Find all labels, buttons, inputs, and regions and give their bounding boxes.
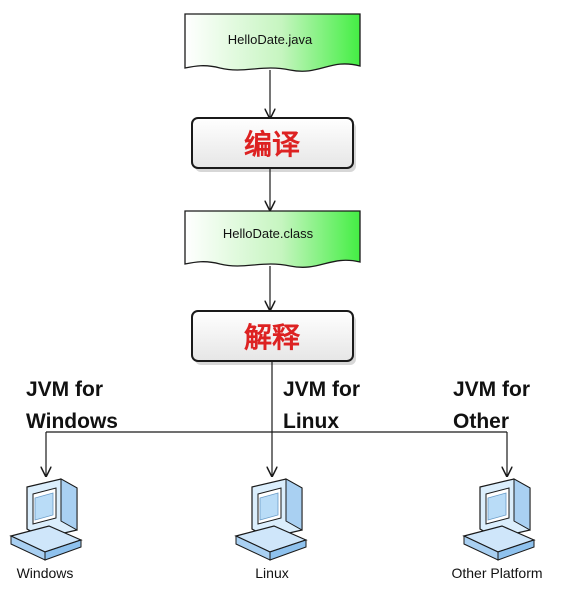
jvm-label-windows-line2: Windows bbox=[26, 410, 118, 433]
jvm-label-other-line1: JVM for bbox=[453, 378, 530, 401]
linux-computer-icon bbox=[235, 478, 307, 561]
source-file-label: HelloDate.java bbox=[228, 32, 313, 47]
class-file-shape bbox=[184, 210, 361, 268]
platform-label-other: Other Platform bbox=[451, 565, 542, 581]
jvm-label-other-line2: Other bbox=[453, 410, 509, 433]
interpret-step-node: 解释 bbox=[191, 310, 356, 365]
jvm-label-windows-line1: JVM for bbox=[26, 378, 103, 401]
other-platform-computer-icon bbox=[463, 478, 535, 561]
jvm-label-linux: JVM for Linux bbox=[283, 378, 360, 433]
source-file-node: HelloDate.java bbox=[184, 13, 361, 72]
windows-computer-icon bbox=[10, 478, 82, 561]
platform-label-windows: Windows bbox=[17, 565, 74, 581]
compile-step-label: 编译 bbox=[244, 128, 301, 161]
class-file-node: HelloDate.class bbox=[184, 210, 361, 268]
compile-step-node: 编译 bbox=[191, 117, 356, 172]
source-file-shape bbox=[184, 13, 361, 72]
platform-label-linux: Linux bbox=[255, 565, 288, 581]
jvm-label-windows: JVM for Windows bbox=[26, 378, 118, 433]
jvm-label-other: JVM for Other bbox=[453, 378, 530, 433]
compile-step-box bbox=[191, 117, 354, 169]
interpret-step-label: 解释 bbox=[244, 321, 301, 354]
class-file-label: HelloDate.class bbox=[223, 226, 314, 241]
jvm-label-linux-line1: JVM for bbox=[283, 378, 360, 401]
jvm-label-linux-line2: Linux bbox=[283, 410, 339, 433]
